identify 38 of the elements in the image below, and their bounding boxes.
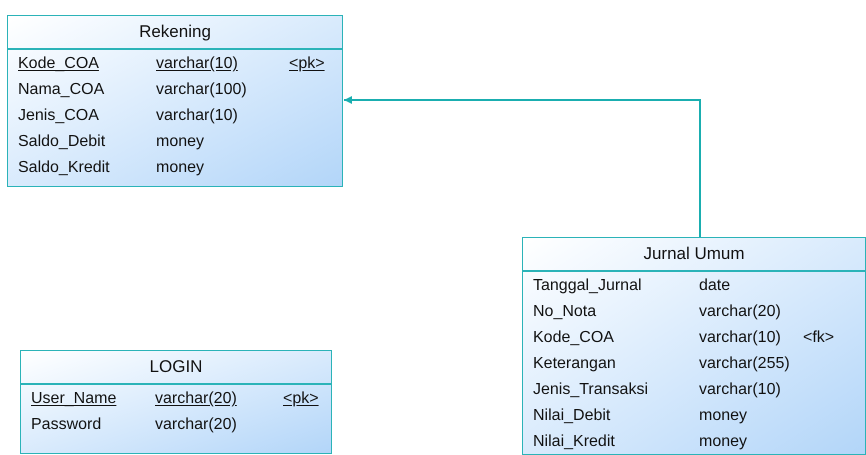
column-type: varchar(10) bbox=[156, 106, 238, 126]
column-name: Nilai_Debit bbox=[533, 406, 610, 426]
column-type: varchar(20) bbox=[155, 389, 237, 409]
column-type: money bbox=[156, 158, 204, 178]
column-type: varchar(20) bbox=[699, 302, 781, 322]
column-name: Saldo_Debit bbox=[18, 132, 106, 152]
column-name: Nilai_Kredit bbox=[533, 432, 615, 452]
column-name: Jenis_Transaksi bbox=[533, 380, 648, 400]
column-type: money bbox=[699, 406, 748, 426]
column-type: varchar(100) bbox=[156, 80, 247, 100]
table-title: LOGIN bbox=[150, 356, 202, 378]
column-name: Tanggal_Jurnal bbox=[533, 276, 642, 296]
entity-table bbox=[7, 15, 343, 187]
column-name: Jenis_COA bbox=[18, 106, 99, 126]
entity-table bbox=[522, 237, 866, 455]
column-name: Password bbox=[31, 415, 102, 435]
column-name: Keterangan bbox=[533, 354, 616, 374]
column-name: Saldo_Kredit bbox=[18, 158, 110, 178]
relationship-arrow bbox=[344, 96, 701, 237]
table-title: Jurnal Umum bbox=[643, 243, 745, 266]
key-marker: <pk> bbox=[283, 389, 319, 409]
key-marker: <pk> bbox=[289, 54, 325, 74]
column-name: Kode_COA bbox=[533, 328, 614, 348]
entity-table bbox=[20, 350, 332, 454]
column-name: Nama_COA bbox=[18, 80, 104, 100]
column-name: User_Name bbox=[31, 389, 116, 409]
column-type: money bbox=[156, 132, 204, 152]
column-type: varchar(10) bbox=[156, 54, 238, 74]
table-title: Rekening bbox=[139, 21, 211, 44]
column-type: varchar(20) bbox=[155, 415, 237, 435]
column-type: date bbox=[699, 276, 730, 296]
column-type: varchar(10) bbox=[699, 380, 781, 400]
column-type: money bbox=[699, 432, 748, 452]
column-name: Kode_COA bbox=[18, 54, 99, 74]
column-name: No_Nota bbox=[533, 302, 596, 322]
column-type: varchar(255) bbox=[699, 354, 790, 374]
column-type: varchar(10) bbox=[699, 328, 781, 348]
key-marker: <fk> bbox=[803, 328, 834, 348]
